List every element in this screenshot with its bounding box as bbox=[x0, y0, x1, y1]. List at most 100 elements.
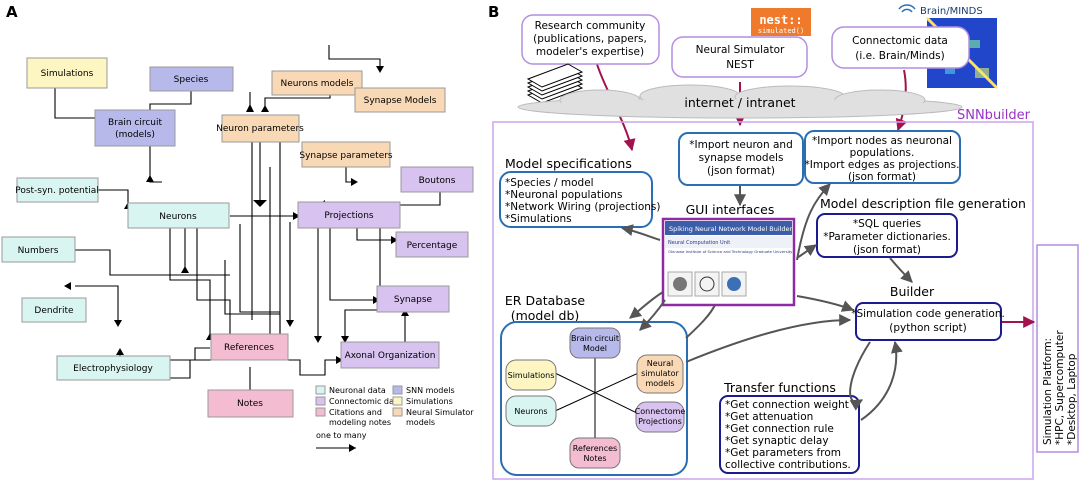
legend-neural-sim-2: models bbox=[406, 418, 435, 427]
er-node-neurons: Neurons bbox=[514, 407, 547, 416]
connectomic-line-1: Connectomic data bbox=[852, 35, 948, 47]
model-spec-line-1: *Species / model bbox=[505, 177, 594, 189]
transfer-box bbox=[719, 395, 860, 474]
transfer-title: Transfer functions bbox=[723, 380, 836, 395]
model-spec-box bbox=[499, 171, 653, 228]
import-neuron-box bbox=[678, 132, 804, 186]
internet-label: internet / intranet bbox=[684, 95, 795, 110]
er-db-title-1: ER Database bbox=[505, 293, 586, 308]
model-desc-title: Model description file generation bbox=[820, 196, 1026, 211]
research-line-2: (publications, papers, bbox=[533, 33, 647, 45]
er-db-nodes: Brain circuit Model Simulations Neural s… bbox=[505, 327, 686, 469]
nest-logo-sub: simulated() bbox=[758, 27, 804, 35]
panel-a-label: A bbox=[6, 3, 18, 21]
nest-logo-title: nest:: bbox=[759, 13, 802, 27]
import-nodes-line-1: *Import nodes as neuronal bbox=[812, 135, 952, 147]
entity-brain-circuit-2: (models) bbox=[115, 130, 155, 140]
entity-numbers: Numbers bbox=[18, 246, 59, 256]
entity-neurons: Neurons bbox=[159, 212, 197, 222]
model-desc-line-1: *SQL queries bbox=[853, 218, 921, 230]
legend-citations-2: modeling notes bbox=[329, 418, 391, 427]
brainminds-logo: Brain/MINDS bbox=[898, 4, 983, 17]
er-node-neural-2: simulator bbox=[641, 369, 679, 378]
import-neuron-line-2: synapse models bbox=[699, 152, 784, 164]
er-node-neural-3: models bbox=[645, 379, 674, 388]
entity-electrophysiology: Electrophysiology bbox=[73, 364, 153, 374]
gui-screenshot: Spiking Neural Network Model Builder Neu… bbox=[661, 217, 796, 307]
entity-synapse: Synapse bbox=[394, 295, 433, 305]
model-desc-line-3: (json format) bbox=[853, 244, 921, 256]
research-line-1: Research community bbox=[535, 20, 646, 32]
builder-line-2: (python script) bbox=[889, 322, 967, 334]
entity-boutons: Boutons bbox=[419, 176, 456, 186]
import-nodes-box bbox=[804, 130, 961, 184]
import-neuron-line-3: (json format) bbox=[707, 165, 775, 177]
builder-title: Builder bbox=[890, 284, 935, 299]
connectomic-data-box bbox=[831, 26, 970, 69]
er-legend: Neuronal data Connectomic data Citations… bbox=[315, 385, 474, 452]
neural-sim-line-2: NEST bbox=[726, 59, 754, 71]
model-spec-line-2: *Neuronal populations bbox=[505, 189, 622, 201]
flow-arrows bbox=[620, 183, 913, 421]
builder-line-1: *Simulation code generation. bbox=[851, 308, 1005, 320]
entity-species: Species bbox=[174, 75, 209, 85]
model-desc-line-2: *Parameter dictionaries. bbox=[823, 231, 951, 243]
entity-neurons-models: Neurons models bbox=[281, 79, 354, 89]
legend-neural-sim-1: Neural Simulator bbox=[406, 408, 474, 417]
er-node-references-1: References bbox=[573, 444, 617, 453]
transfer-line-2: *Get attenuation bbox=[725, 411, 813, 423]
er-node-connectome-2: Projections bbox=[638, 417, 682, 426]
simulation-platform-box bbox=[1036, 244, 1079, 453]
er-node-brain-2: Model bbox=[583, 344, 607, 353]
legend-snn-models: SNN models bbox=[406, 386, 455, 395]
papers-stack-icon bbox=[526, 63, 584, 104]
platform-line-3: *Desktop, Laptop bbox=[1066, 353, 1078, 445]
entity-post-syn: Post-syn. potential bbox=[15, 186, 99, 196]
er-node-connectome-1: Connectome bbox=[635, 407, 686, 416]
import-nodes-line-2: populations. bbox=[850, 147, 915, 159]
transfer-line-3: *Get connection rule bbox=[725, 423, 834, 435]
transfer-line-5: *Get parameters from bbox=[725, 447, 841, 459]
transfer-line-4: *Get synaptic delay bbox=[725, 435, 829, 447]
builder-box bbox=[855, 302, 1002, 341]
neural-sim-line-1: Neural Simulator bbox=[696, 44, 785, 56]
legend-one-to-many: one to many bbox=[316, 431, 367, 440]
gui-title: GUI interfaces bbox=[686, 202, 775, 217]
model-spec-title: Model specifications bbox=[505, 156, 632, 171]
entity-references: References bbox=[224, 343, 274, 353]
er-connectors bbox=[54, 45, 441, 394]
research-community-box bbox=[521, 14, 660, 65]
snnbuilder-frame bbox=[492, 121, 1034, 480]
entity-synapse-parameters: Synapse parameters bbox=[299, 151, 393, 161]
model-spec-line-4: *Simulations bbox=[505, 213, 572, 225]
legend-simulations: Simulations bbox=[406, 397, 453, 406]
entity-synapse-models: Synapse Models bbox=[364, 96, 437, 106]
transfer-line-6: collective contributions. bbox=[725, 459, 851, 471]
snnbuilder-label: SNNbuilder bbox=[957, 108, 1031, 123]
connectomic-line-2: (i.e. Brain/Minds) bbox=[855, 50, 944, 62]
transfer-line-1: *Get connection weight bbox=[725, 399, 849, 411]
internet-cloud bbox=[517, 84, 963, 119]
neural-simulator-box bbox=[671, 36, 808, 78]
legend-neuronal-data: Neuronal data bbox=[329, 386, 386, 395]
platform-line-2: *HPC, Supercomputer bbox=[1054, 330, 1066, 445]
er-node-simulations: Simulations bbox=[508, 371, 555, 380]
research-line-3: modeler's expertise) bbox=[536, 46, 644, 58]
entity-brain-circuit-1: Brain circuit bbox=[108, 118, 163, 128]
panel-b-label: B bbox=[488, 3, 499, 21]
model-spec-line-3: *Network Wiring (projections) bbox=[505, 201, 661, 213]
entity-percentage: Percentage bbox=[407, 241, 458, 251]
er-node-brain-1: Brain circuit bbox=[571, 334, 619, 343]
entity-axonal: Axonal Organization bbox=[345, 351, 436, 361]
nest-logo: nest:: simulated() bbox=[751, 8, 811, 36]
import-nodes-line-4: (json format) bbox=[848, 171, 916, 183]
er-db-links bbox=[554, 358, 646, 438]
er-node-references-2: Notes bbox=[583, 454, 606, 463]
model-desc-box bbox=[816, 213, 958, 258]
gui-unit-text: Neural Computation Unit bbox=[668, 240, 730, 246]
er-entity-boxes: Simulations Species Brain circuit (model… bbox=[1, 57, 474, 418]
er-db-title-2: (model db) bbox=[511, 308, 580, 323]
er-node-neural-1: Neural bbox=[647, 359, 673, 368]
import-neuron-line-1: *Import neuron and bbox=[689, 139, 792, 151]
